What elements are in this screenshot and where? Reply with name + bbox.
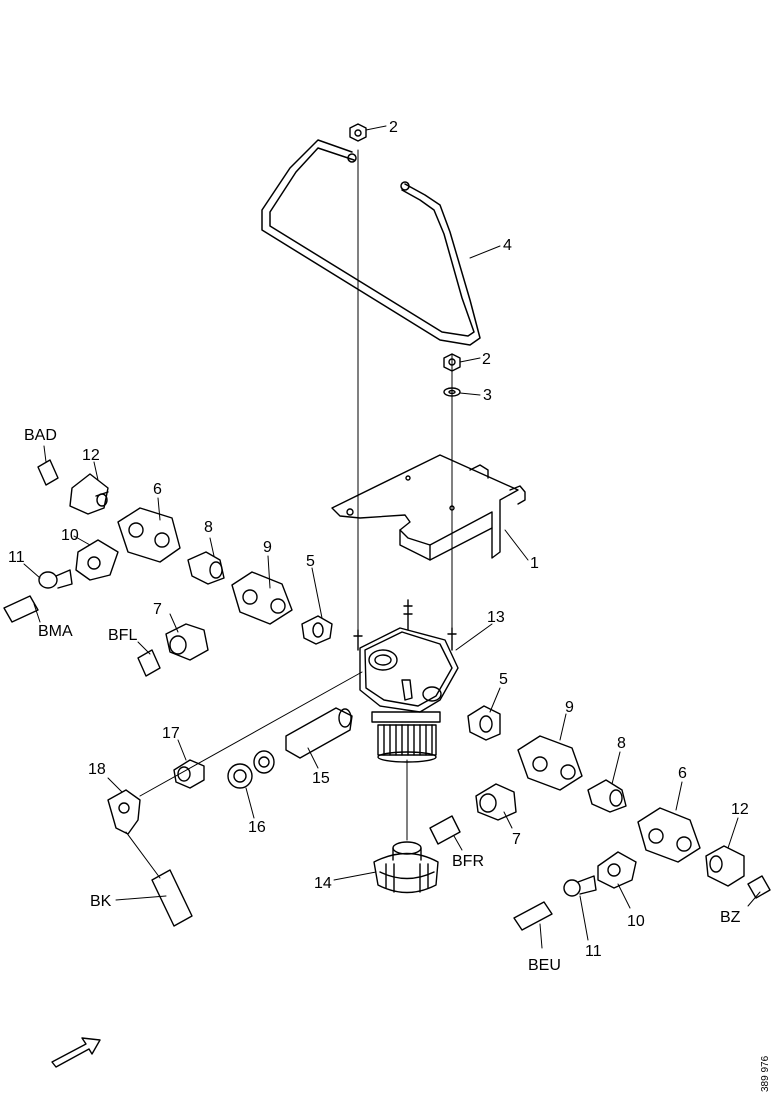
callout-2-upper: 2 xyxy=(389,119,398,136)
callout-11-left: 11 xyxy=(8,549,25,566)
callout-8-right: 8 xyxy=(617,735,626,752)
callout-9-right: 9 xyxy=(565,699,574,716)
callout-13: 13 xyxy=(487,609,505,626)
assembly-axis-lines xyxy=(357,149,453,841)
callout-6-right: 6 xyxy=(678,765,687,782)
label-bma: BMA xyxy=(38,623,73,640)
callout-12-right: 12 xyxy=(731,801,749,818)
callout-4: 4 xyxy=(503,237,512,254)
bracket-part-1 xyxy=(331,454,526,561)
callout-16: 16 xyxy=(248,819,266,836)
label-bfr: BFR xyxy=(452,853,484,870)
pipe-part-4 xyxy=(261,139,481,346)
washer-part-3 xyxy=(443,387,461,397)
callout-9-left: 9 xyxy=(263,539,272,556)
label-bfl: BFL xyxy=(108,627,137,644)
callout-11-right: 11 xyxy=(585,943,602,960)
callout-3: 3 xyxy=(483,387,492,404)
callout-1: 1 xyxy=(530,555,539,572)
callout-14: 14 xyxy=(314,875,332,892)
right-branch-assembly xyxy=(429,705,771,931)
label-bad: BAD xyxy=(24,427,57,444)
label-bz: BZ xyxy=(720,909,741,926)
lower-left-assembly xyxy=(107,671,363,927)
label-bk: BK xyxy=(90,893,112,910)
callout-7-right: 7 xyxy=(512,831,521,848)
callout-6-left: 6 xyxy=(153,481,162,498)
orientation-arrow-icon xyxy=(51,1037,101,1068)
callout-labels: 1 2 2 3 4 5 5 6 6 7 7 8 8 9 9 10 10 11 1… xyxy=(8,119,771,1092)
callout-8-left: 8 xyxy=(204,519,213,536)
callout-5-right: 5 xyxy=(499,671,508,688)
leader-lines xyxy=(23,125,761,949)
callout-15: 15 xyxy=(312,770,330,787)
nut-part-2-lower xyxy=(443,353,461,372)
callout-18: 18 xyxy=(88,761,106,778)
callout-7-left: 7 xyxy=(153,601,162,618)
filter-cap-part-14 xyxy=(373,841,439,894)
callout-5-left: 5 xyxy=(306,553,315,570)
left-branch-assembly xyxy=(3,459,333,677)
callout-10-right: 10 xyxy=(627,913,645,930)
callout-2-lower: 2 xyxy=(482,351,491,368)
figure-number: 389 976 xyxy=(760,1055,771,1092)
callout-17: 17 xyxy=(162,725,180,742)
label-beu: BEU xyxy=(528,957,561,974)
callout-12-left: 12 xyxy=(82,447,100,464)
callout-10-left: 10 xyxy=(61,527,79,544)
valve-part-13 xyxy=(353,599,459,763)
nut-part-2-upper xyxy=(349,123,367,142)
